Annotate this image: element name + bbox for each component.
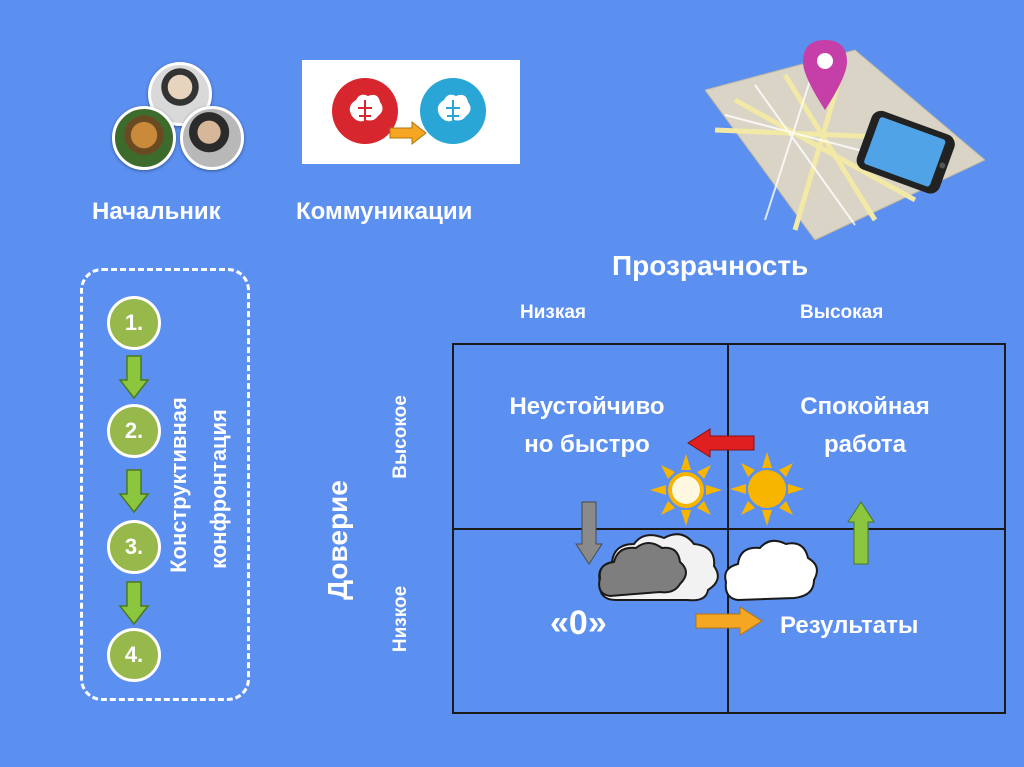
trust-axis-label: Доверие xyxy=(322,480,353,600)
brain-red-icon xyxy=(332,78,398,144)
cell-top-left-line2: но быстро xyxy=(524,431,650,458)
column-high-label: Высокая xyxy=(800,302,884,323)
step-3: 3. xyxy=(107,520,161,574)
cell-bottom-left-text: «0» xyxy=(550,604,607,642)
down-arrow-icon xyxy=(118,581,150,626)
gray-down-arrow-icon xyxy=(575,501,603,565)
boss-photos xyxy=(112,62,244,172)
communications-label: Коммуникации xyxy=(296,198,473,225)
step-4: 4. xyxy=(107,628,161,682)
step-1: 1. xyxy=(107,296,161,350)
sun-icon xyxy=(730,452,804,526)
process-box xyxy=(80,268,250,701)
person-photo-left xyxy=(112,106,176,170)
gray-cloud-icon xyxy=(598,533,719,602)
row-low-label: Низкое xyxy=(390,585,411,653)
cell-bottom-right-text: Результаты xyxy=(780,612,919,639)
step-2: 2. xyxy=(107,404,161,458)
cell-top-left-line1: Неустойчиво xyxy=(509,393,665,420)
transfer-arrow-icon xyxy=(389,120,427,146)
matrix-grid xyxy=(452,343,1006,714)
person-photo-right xyxy=(180,106,244,170)
row-high-label: Высокое xyxy=(390,395,411,479)
orange-right-arrow-icon xyxy=(695,606,763,636)
cell-top-right-text: Спокойная работа xyxy=(738,388,992,464)
down-arrow-icon xyxy=(118,355,150,400)
cell-top-left-text: Неустойчиво но быстро xyxy=(460,388,714,464)
transparency-title: Прозрачность xyxy=(612,250,809,281)
map-pin-icon xyxy=(803,40,847,110)
column-low-label: Низкая xyxy=(520,302,587,323)
cell-top-right-line2: работа xyxy=(824,431,906,458)
red-left-arrow-icon xyxy=(687,428,755,458)
process-caption-line2: конфронтация xyxy=(206,409,231,569)
smartphone-icon xyxy=(856,110,955,194)
process-caption-line1: Конструктивная xyxy=(166,397,191,573)
green-up-arrow-icon xyxy=(847,501,875,565)
brain-blue-icon xyxy=(420,78,486,144)
map-phone-image xyxy=(705,40,985,240)
cell-top-right-line1: Спокойная xyxy=(800,393,930,420)
white-cloud-icon xyxy=(724,539,818,602)
down-arrow-icon xyxy=(118,469,150,514)
communications-image xyxy=(302,60,520,164)
sun-pale-icon xyxy=(650,454,722,526)
boss-label: Начальник xyxy=(92,198,221,225)
